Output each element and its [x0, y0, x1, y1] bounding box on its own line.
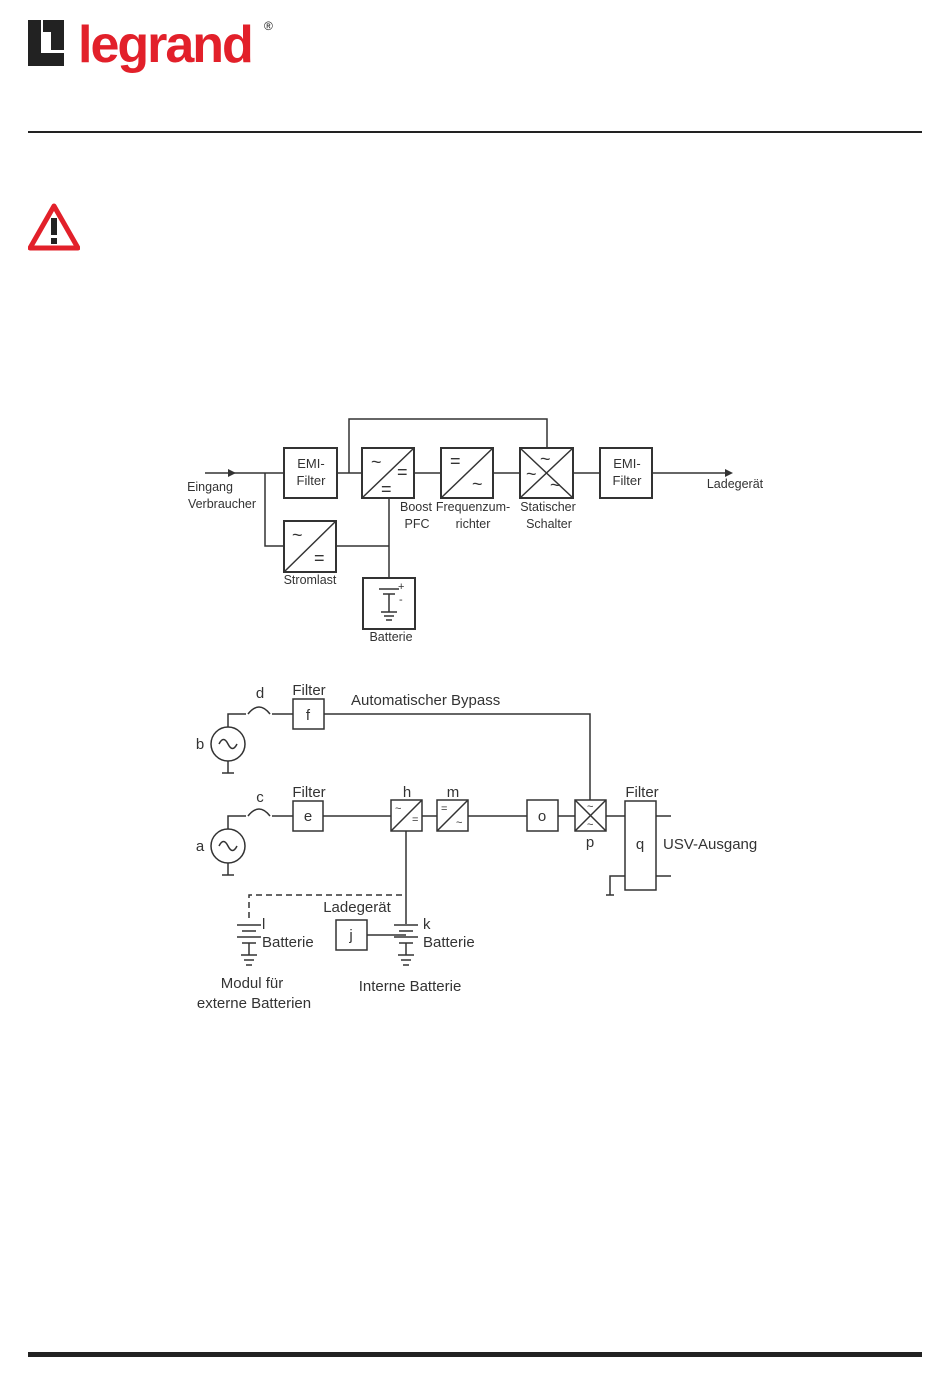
emi-out-label-1: EMI- — [613, 456, 640, 471]
label-d: d — [256, 685, 264, 702]
emi-filter-output-box — [599, 447, 653, 499]
emi-in-label-1: EMI- — [297, 456, 324, 471]
bypass-label: Automatischer Bypass — [351, 692, 500, 709]
label-k: k — [423, 916, 431, 933]
p-ac-symbol: ~ — [587, 801, 593, 813]
boost-dc-symbol: = — [397, 462, 408, 482]
legrand-logo: legrand ® — [28, 16, 273, 74]
filter-top-label: Filter — [292, 682, 325, 699]
label-e: e — [304, 808, 312, 825]
ups-block-diagram: EMI- Filter EMI- Filter ~ = = = ~ ~ ~ ~ … — [187, 418, 764, 644]
emi-filter-input-box — [283, 447, 338, 499]
filter-mid-label: Filter — [292, 784, 325, 801]
battery-minus: - — [399, 594, 403, 606]
registered-mark: ® — [264, 19, 273, 33]
label-o: o — [538, 808, 546, 825]
charger-ac-symbol: ~ — [292, 525, 303, 545]
internal-battery-label: Interne Batterie — [359, 978, 462, 995]
label-b: b — [196, 736, 204, 753]
ext-module-label-2: externe Batterien — [197, 995, 311, 1012]
m-ac-symbol: ~ — [456, 817, 462, 829]
m-dc-symbol: = — [441, 803, 447, 815]
output-label: Ladegerät — [707, 477, 764, 491]
charger-label: Stromlast — [284, 573, 337, 587]
boost-pfc-box — [361, 447, 415, 499]
battery-l-label: Batterie — [262, 934, 314, 951]
label-c: c — [256, 789, 264, 806]
label-j: j — [348, 927, 352, 944]
input-label-2: Verbraucher — [188, 497, 256, 511]
label-q: q — [636, 836, 644, 853]
battery-k-label: Batterie — [423, 934, 475, 951]
label-f: f — [306, 707, 311, 724]
boost-label-2: PFC — [405, 517, 430, 531]
boost-dc-symbol-2: = — [381, 479, 392, 499]
static-label-1: Statischer — [520, 500, 576, 514]
input-arrow-icon — [228, 469, 236, 477]
filter-q-box — [624, 800, 657, 891]
static-label-2: Schalter — [526, 517, 572, 531]
p-ac-symbol-2: ~ — [587, 819, 593, 831]
warning-triangle-icon — [28, 203, 80, 251]
switch-ac-symbol-bottom: ~ — [550, 475, 561, 495]
input-label-1: Eingang — [187, 480, 233, 494]
filter-out-label: Filter — [625, 784, 658, 801]
ups-schematic-diagram: ~ = = ~ ~ ~ b d Filter f a c Filter e h … — [196, 682, 757, 1012]
charger-box — [283, 520, 337, 573]
ext-module-label-1: Modul für — [221, 975, 284, 992]
inverter-dc-symbol: = — [450, 451, 461, 471]
battery-box — [362, 577, 416, 630]
label-p: p — [586, 834, 594, 851]
switch-ac-symbol-top: ~ — [540, 449, 551, 469]
h-dc-symbol: = — [412, 814, 418, 826]
output-label-2: USV-Ausgang — [663, 836, 757, 853]
legrand-wordmark: legrand — [78, 16, 252, 74]
battery-label: Batterie — [369, 630, 412, 644]
boost-ac-symbol: ~ — [371, 452, 382, 472]
charger-dc-symbol: = — [314, 548, 325, 568]
battery-plus: + — [398, 581, 404, 593]
emi-in-label-2: Filter — [297, 473, 327, 488]
emi-out-label-2: Filter — [613, 473, 643, 488]
boost-label-1: Boost — [400, 500, 432, 514]
inverter-box — [440, 447, 494, 499]
label-l: l — [262, 916, 265, 933]
charger-label-2: Ladegerät — [323, 899, 391, 916]
inverter-ac-symbol: ~ — [472, 474, 483, 494]
label-a: a — [196, 838, 205, 855]
footer-rule — [28, 1352, 922, 1357]
legrand-logo-mark — [28, 20, 64, 66]
static-switch-box — [519, 447, 574, 499]
freq-label-1: Frequenzum- — [436, 500, 510, 514]
output-arrow-icon — [725, 469, 733, 477]
label-m: m — [447, 784, 460, 801]
header-rule — [28, 131, 922, 133]
h-ac-symbol: ~ — [395, 803, 401, 815]
switch-ac-symbol-left: ~ — [526, 464, 537, 484]
freq-label-2: richter — [456, 517, 491, 531]
label-h: h — [403, 784, 411, 801]
